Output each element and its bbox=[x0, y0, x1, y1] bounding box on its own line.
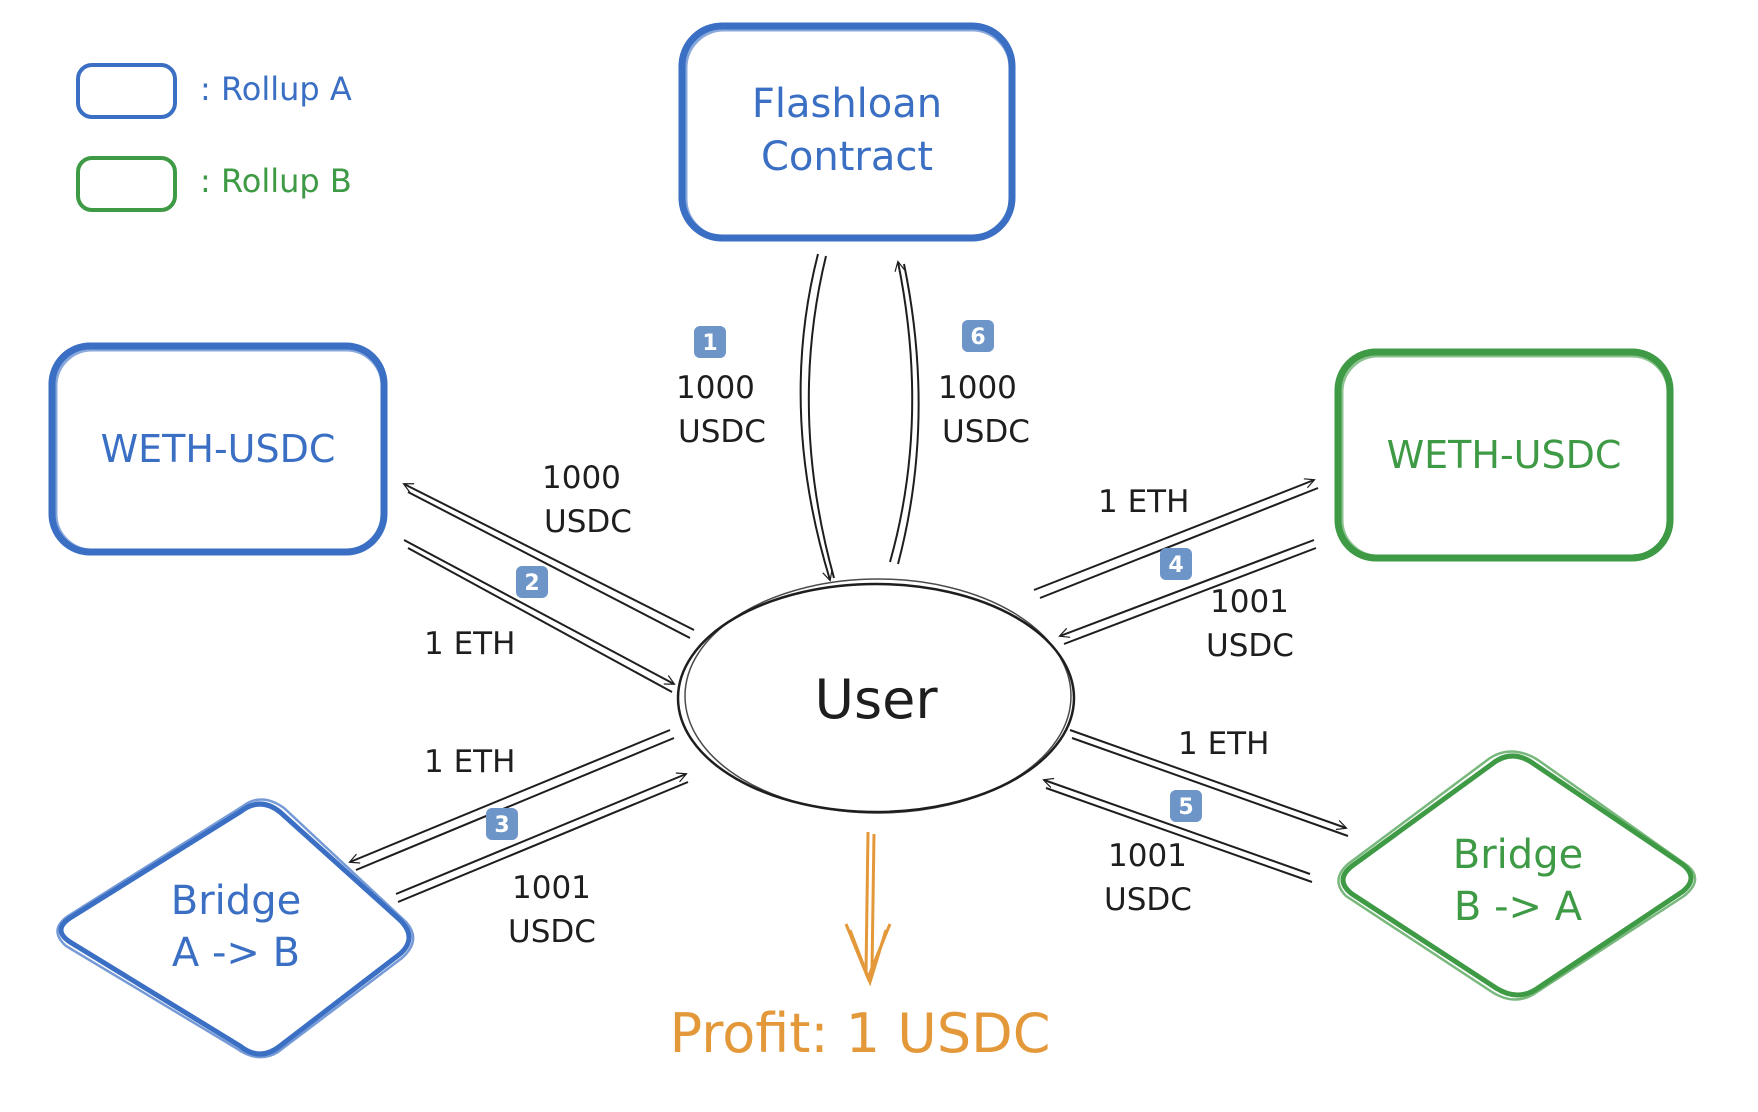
step-1-token: USDC bbox=[678, 414, 766, 450]
step-badge-2: 2 bbox=[516, 566, 548, 598]
arrow-step-1 bbox=[799, 253, 835, 580]
weth-usdc-a-label: WETH-USDC bbox=[101, 427, 336, 471]
arrow-step-6 bbox=[889, 262, 920, 565]
step-badge-1: 1 bbox=[694, 326, 726, 358]
step-1-amount: 1000 bbox=[676, 370, 755, 406]
flashloan-contract-node[interactable]: Flashloan Contract bbox=[678, 22, 1016, 242]
step-5-usdc-token: USDC bbox=[1104, 882, 1192, 918]
legend-swatch-rollup-b bbox=[76, 156, 177, 212]
legend-label-rollup-a: : Rollup A bbox=[200, 70, 352, 108]
arrow-step-4-usdc bbox=[1060, 539, 1317, 645]
bridge-b-to-a-node[interactable]: Bridge B -> A bbox=[1337, 750, 1697, 1001]
step-5-usdc-amount: 1001 bbox=[1108, 838, 1187, 874]
step-badge-3: 3 bbox=[486, 808, 518, 840]
legend-swatch-rollup-a bbox=[76, 63, 177, 119]
user-node[interactable]: User bbox=[676, 578, 1076, 814]
svg-text:1: 1 bbox=[702, 331, 717, 356]
weth-usdc-b-label: WETH-USDC bbox=[1387, 433, 1622, 477]
bridge-a-to-b-line2: A -> B bbox=[172, 930, 300, 976]
weth-usdc-pool-rollup-b-node[interactable]: WETH-USDC bbox=[1334, 348, 1674, 562]
bridge-a-to-b-line1: Bridge bbox=[171, 878, 301, 924]
step-6-amount: 1000 bbox=[938, 370, 1017, 406]
svg-text:5: 5 bbox=[1178, 795, 1193, 820]
flashloan-title-line1: Flashloan bbox=[752, 81, 942, 127]
profit-label: Profit: 1 USDC bbox=[670, 1002, 1051, 1065]
bridge-b-to-a-line1: Bridge bbox=[1453, 832, 1583, 878]
bridge-b-to-a-line2: B -> A bbox=[1454, 884, 1583, 930]
bridge-a-to-b-node[interactable]: Bridge A -> B bbox=[56, 798, 415, 1059]
step-3-eth: 1 ETH bbox=[424, 744, 515, 780]
flashloan-title-line2: Contract bbox=[761, 134, 933, 180]
legend: : Rollup A : Rollup B bbox=[76, 63, 352, 212]
step-2-usdc-amount: 1000 bbox=[542, 460, 621, 496]
step-3-usdc-token: USDC bbox=[508, 914, 596, 950]
arrow-step-5-usdc bbox=[1044, 780, 1313, 883]
step-2-usdc-token: USDC bbox=[544, 504, 632, 540]
weth-usdc-pool-rollup-a-node[interactable]: WETH-USDC bbox=[48, 342, 388, 556]
amount-labels: 1000 USDC 1000 USDC 1000 USDC 1 ETH 1 ET… bbox=[424, 370, 1294, 950]
arrow-step-4-eth bbox=[1033, 480, 1319, 599]
arrow-step-2-usdc bbox=[404, 483, 695, 639]
arrow-step-3-eth bbox=[350, 729, 675, 871]
user-label: User bbox=[814, 668, 938, 731]
svg-text:6: 6 bbox=[970, 325, 985, 350]
step-4-usdc-amount: 1001 bbox=[1210, 584, 1289, 620]
step-badge-6: 6 bbox=[962, 320, 994, 352]
step-4-usdc-token: USDC bbox=[1206, 628, 1294, 664]
arrow-step-5-eth bbox=[1069, 729, 1349, 837]
arrow-step-3-usdc bbox=[395, 774, 689, 903]
step-3-usdc-amount: 1001 bbox=[512, 870, 591, 906]
arrows bbox=[350, 253, 1349, 903]
step-4-eth: 1 ETH bbox=[1098, 484, 1189, 520]
svg-text:2: 2 bbox=[524, 571, 539, 596]
legend-label-rollup-b: : Rollup B bbox=[200, 162, 352, 200]
svg-text:3: 3 bbox=[494, 813, 509, 838]
svg-text:4: 4 bbox=[1168, 553, 1183, 578]
step-badges: 1 2 3 4 5 6 bbox=[486, 320, 1202, 840]
step-badge-4: 4 bbox=[1160, 548, 1192, 580]
step-2-eth: 1 ETH bbox=[424, 626, 515, 662]
step-badge-5: 5 bbox=[1170, 790, 1202, 822]
step-6-token: USDC bbox=[942, 414, 1030, 450]
step-5-eth: 1 ETH bbox=[1178, 726, 1269, 762]
profit-arrow bbox=[844, 831, 892, 987]
arrow-step-2-eth bbox=[403, 539, 674, 693]
